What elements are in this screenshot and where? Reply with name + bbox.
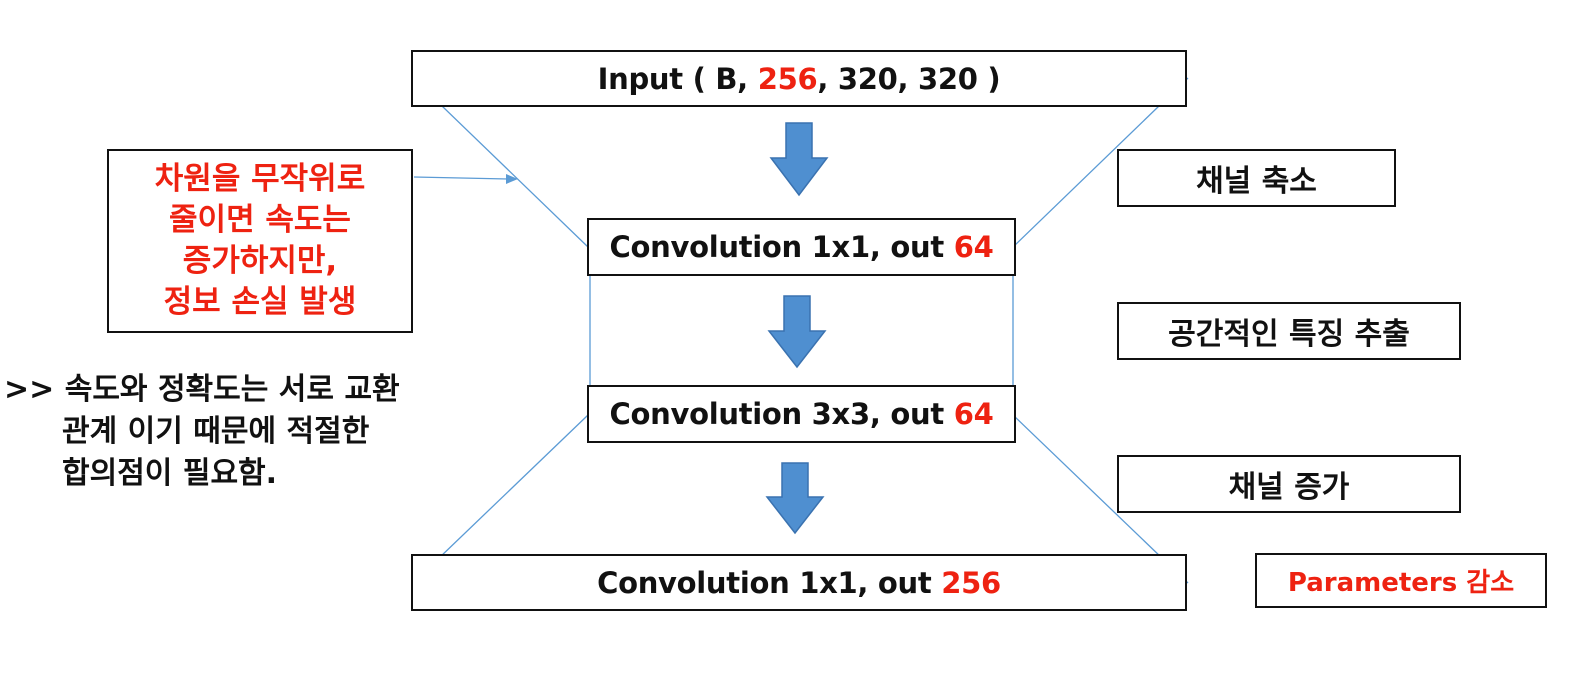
- input-layer-suffix: , 320, 320 ): [817, 61, 1001, 96]
- conv1x1-reduce-box: Convolution 1x1, out 64: [587, 218, 1016, 276]
- input-channel-value: 256: [757, 61, 818, 96]
- channel-reduce-text: 채널 축소: [1196, 164, 1317, 199]
- tradeoff-summary: >> 속도와 정확도는 서로 교환 관계 이기 때문에 적절한 합의점이 필요함…: [4, 369, 504, 495]
- down-arrow-icon: [767, 295, 827, 369]
- conv3x3-box: Convolution 3x3, out 64: [587, 385, 1016, 443]
- channel-increase-text: 채널 증가: [1228, 470, 1350, 505]
- down-arrow-icon: [769, 122, 829, 197]
- spatial-features-note: 공간적인 특징 추출: [1117, 302, 1461, 360]
- dimension-warning-box: 차원을 무작위로 줄이면 속도는 증가하지만, 정보 손실 발생: [107, 149, 413, 333]
- conv3x3-label: Convolution 3x3, out: [609, 397, 954, 431]
- spatial-features-text: 공간적인 특징 추출: [1168, 317, 1410, 352]
- down-arrow-icon: [765, 462, 825, 535]
- params-decrease-text: Parameters 감소: [1287, 568, 1515, 598]
- warning-line: 차원을 무작위로: [154, 161, 366, 197]
- pointer-line: [413, 176, 509, 180]
- summary-line: 관계 이기 때문에 적절한: [62, 414, 370, 449]
- warning-line: 줄이면 속도는: [169, 202, 351, 238]
- pointer-arrowhead: [506, 174, 518, 184]
- conv1x1-expand-box: Convolution 1x1, out 256: [411, 554, 1187, 611]
- conv1x1-reduce-label: Convolution 1x1, out: [609, 230, 954, 264]
- conv1x1-expand-label: Convolution 1x1, out: [597, 565, 942, 600]
- input-layer-box: Input ( B, 256, 320, 320 ): [411, 50, 1187, 107]
- channel-reduce-note: 채널 축소: [1117, 149, 1396, 207]
- conv3x3-out-value: 64: [953, 397, 994, 431]
- conv1x1-reduce-out-value: 64: [953, 230, 994, 264]
- channel-increase-note: 채널 증가: [1117, 455, 1461, 513]
- warning-line: 정보 손실 발생: [163, 284, 357, 320]
- input-layer-prefix: Input ( B,: [597, 61, 758, 96]
- summary-line: >> 속도와 정확도는 서로 교환: [4, 372, 400, 407]
- summary-line: 합의점이 필요함.: [62, 456, 278, 491]
- conv1x1-expand-out-value: 256: [941, 565, 1001, 600]
- params-decrease-note: Parameters 감소: [1255, 553, 1547, 608]
- warning-line: 증가하지만,: [182, 243, 338, 279]
